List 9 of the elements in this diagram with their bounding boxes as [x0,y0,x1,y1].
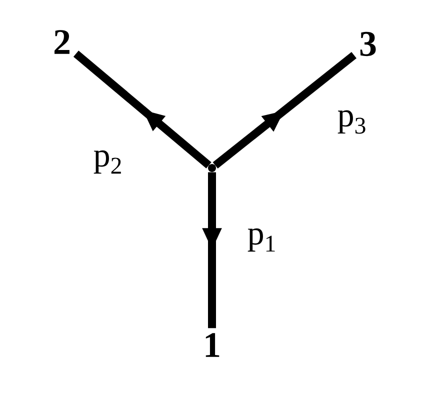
vertex-label: 3 [360,32,376,56]
momentum-label: p$_{2}$ [94,150,121,174]
vertex-dot [208,164,216,172]
momentum-label: p$_{3}$ [338,110,366,134]
momentum-line [212,52,356,168]
vertex-label: 2 [54,30,70,54]
vertex-label: 1 [206,333,220,357]
momentum-line [73,50,212,168]
momentum-label: p$_{1}$ [248,228,275,252]
